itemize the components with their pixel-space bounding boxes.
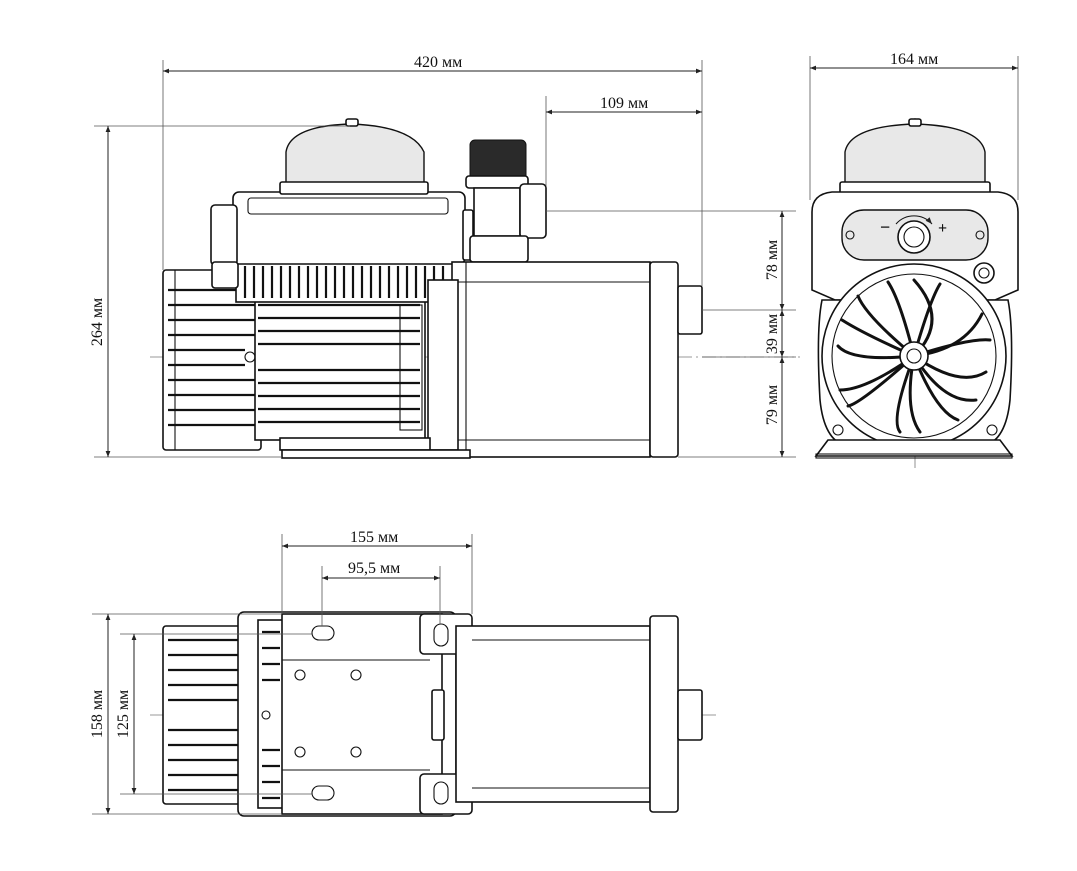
front-controller: − +: [811, 191, 1019, 301]
pump-housing: [427, 261, 703, 458]
rotate-arrow-icon: [895, 215, 933, 225]
slot-hole-top-right-icon: [433, 623, 449, 647]
slot-hole-bottom-left-icon: [311, 785, 335, 801]
top-screw-icon: [261, 710, 271, 720]
motor-body: [254, 299, 426, 441]
dimension-lines: 420 мм 109 мм 164 мм 264 мм 78 мм 39 мм …: [89, 51, 1019, 815]
panel-plus-label: +: [938, 220, 947, 237]
panel-screw-left-icon: [845, 230, 855, 240]
dim-width: 164 мм: [890, 51, 938, 68]
top-base-plate: [281, 613, 473, 815]
bolt-icon: [350, 669, 362, 681]
dim-outlet-offset: 109 мм: [600, 95, 648, 112]
dim-middle-section: 39 мм: [764, 314, 781, 354]
front-dome: [839, 118, 991, 195]
housing-bolt-right-icon: [986, 424, 998, 436]
drain-plug-icon: [973, 262, 995, 284]
slot-hole-bottom-right-icon: [433, 781, 449, 805]
dim-base-hole-width: 125 мм: [115, 690, 132, 738]
side-view: [150, 118, 800, 459]
controller-dome: [279, 118, 429, 195]
front-view: − +: [811, 118, 1019, 470]
fan-cover: [162, 269, 262, 451]
dim-base-length: 155 мм: [350, 529, 398, 546]
bolt-icon: [294, 669, 306, 681]
side-base-foot: [279, 437, 471, 459]
impeller-icon: [836, 278, 992, 434]
bolt-icon: [294, 746, 306, 758]
top-grille: [235, 261, 459, 303]
front-housing: [817, 263, 1013, 449]
dim-overall-length: 420 мм: [414, 54, 462, 71]
dim-lower-section: 79 мм: [764, 385, 781, 425]
top-view: [150, 611, 720, 817]
dim-base-hole-spacing: 95,5 мм: [348, 560, 400, 577]
controller-box: [210, 191, 474, 289]
dim-base-width: 158 мм: [89, 690, 106, 738]
housing-bolt-left-icon: [832, 424, 844, 436]
front-base-foot: [814, 439, 1014, 459]
dim-upper-section: 78 мм: [764, 240, 781, 280]
outlet-fitting: [465, 139, 547, 263]
bolt-icon: [350, 746, 362, 758]
slot-hole-top-left-icon: [311, 625, 335, 641]
top-pump-housing: [455, 615, 703, 813]
adjust-knob[interactable]: [897, 220, 931, 254]
panel-screw-right-icon: [975, 230, 985, 240]
dim-overall-height: 264 мм: [89, 298, 106, 346]
panel-minus-label: −: [880, 217, 890, 237]
